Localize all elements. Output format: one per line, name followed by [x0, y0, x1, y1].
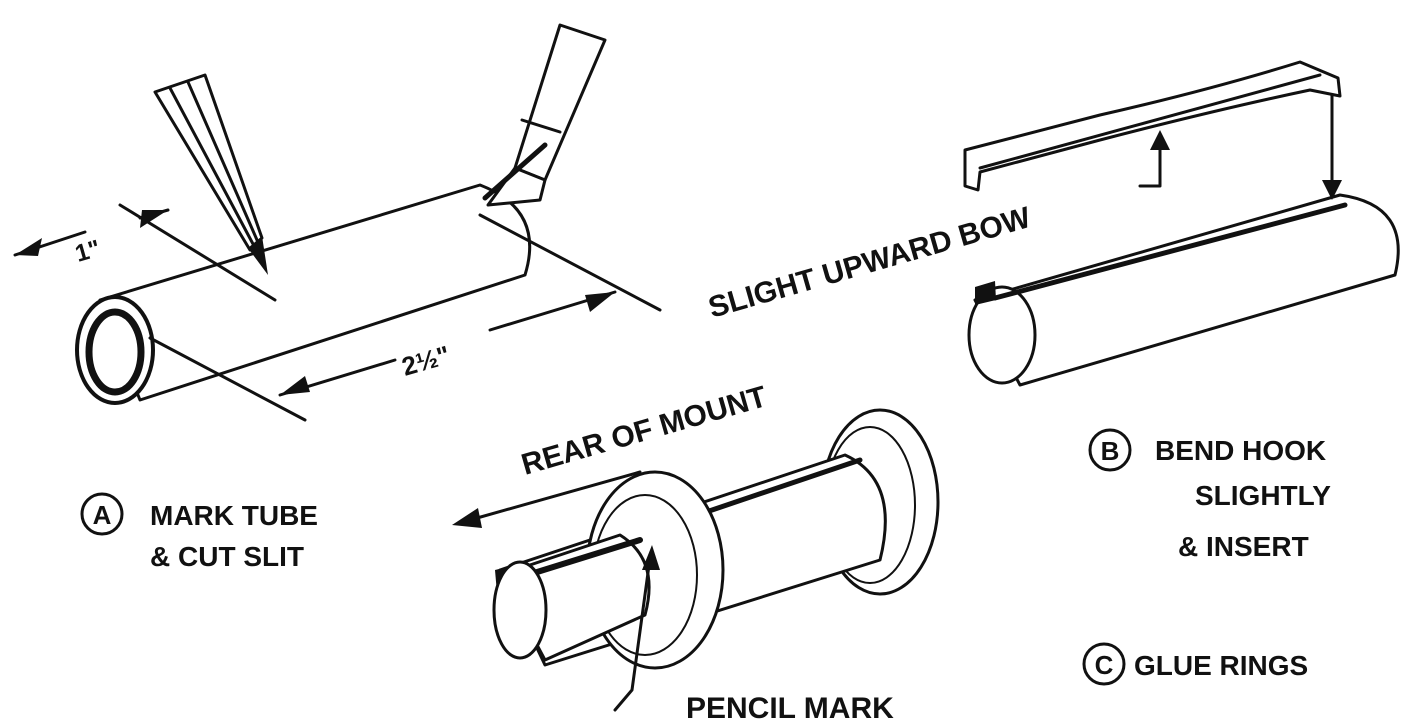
step-b-line1: BEND HOOK	[1155, 435, 1326, 466]
step-a-badge: A	[80, 492, 124, 536]
step-a-letter: A	[93, 500, 112, 530]
step-b-badge: B	[1088, 428, 1132, 472]
step-c-letter: C	[1095, 650, 1114, 680]
step-c-line1: GLUE RINGS	[1134, 650, 1308, 681]
knife-icon	[482, 23, 607, 207]
step-b-line2: SLIGHTLY	[1195, 480, 1331, 511]
dimension-1-inch	[13, 203, 277, 302]
pencil-mark-leader	[613, 545, 660, 712]
pencil-mark-label: PENCIL MARK	[686, 692, 894, 725]
step-b-line3: & INSERT	[1178, 531, 1309, 562]
step-a-line2: & CUT SLIT	[150, 541, 304, 572]
step-b-letter: B	[1101, 436, 1120, 466]
tube-b	[967, 193, 1400, 387]
rear-label: REAR OF MOUNT	[518, 380, 771, 482]
step-a-line1: MARK TUBE	[150, 500, 318, 531]
tube-a	[75, 183, 532, 405]
dimension-2-label: 2½"	[398, 340, 453, 382]
hook-strip	[963, 60, 1342, 192]
dimension-2-half-inch	[148, 213, 662, 422]
step-c-badge: C	[1082, 642, 1126, 686]
pencil-icon	[153, 73, 268, 275]
bow-arrows	[1138, 93, 1342, 200]
dimension-1-label: 1"	[72, 235, 103, 268]
rear-arrow	[452, 470, 642, 528]
